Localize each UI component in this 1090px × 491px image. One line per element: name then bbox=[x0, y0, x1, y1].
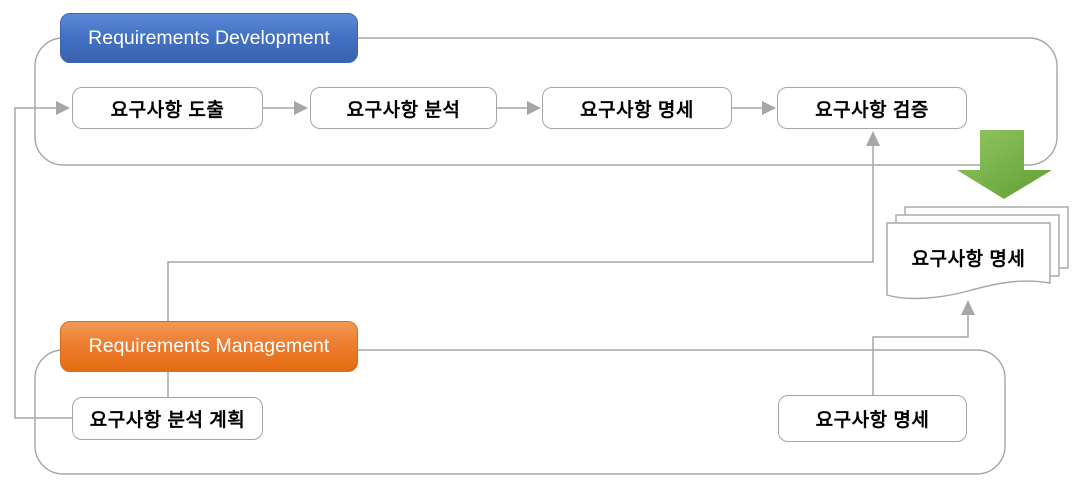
green-down-arrow bbox=[957, 130, 1052, 199]
management-container-outline bbox=[34, 349, 1006, 475]
document-label-text: 요구사항 명세 bbox=[911, 248, 1026, 270]
arrowhead-into-elicitation bbox=[56, 101, 70, 115]
development-container-outline bbox=[34, 37, 1058, 166]
connector-analysis-to-specification bbox=[497, 101, 541, 115]
box-requirements-elicitation[interactable]: 요구사항 도출 bbox=[72, 87, 263, 129]
box-requirements-analysis-plan[interactable]: 요구사항 분석 계획 bbox=[72, 397, 263, 440]
box-requirements-specification[interactable]: 요구사항 명세 bbox=[542, 87, 732, 129]
box-requirements-analysis-label: 요구사항 분석 bbox=[346, 99, 461, 121]
arrowhead-into-verification-bottom bbox=[866, 131, 880, 146]
box-requirements-specification-managed-label: 요구사항 명세 bbox=[815, 410, 930, 431]
connector-spec-to-document bbox=[872, 300, 975, 395]
arrowhead-into-document bbox=[961, 300, 975, 315]
box-requirements-analysis[interactable]: 요구사항 분석 bbox=[310, 87, 497, 129]
connector-specification-to-verification bbox=[732, 101, 776, 115]
arrowhead-into-specification bbox=[527, 101, 541, 115]
connector-elicitation-to-analysis bbox=[263, 101, 308, 115]
badge-requirements-management-label: Requirements Management bbox=[88, 335, 330, 357]
document-label: 요구사항 명세 bbox=[887, 237, 1050, 277]
document-page-front bbox=[886, 222, 1051, 300]
arrowhead-into-analysis bbox=[294, 101, 308, 115]
connector-plan-to-elicitation bbox=[14, 101, 72, 419]
box-requirements-analysis-plan-label: 요구사항 분석 계획 bbox=[89, 410, 246, 431]
badge-requirements-development-label: Requirements Development bbox=[88, 26, 330, 49]
badge-requirements-development[interactable]: Requirements Development bbox=[60, 13, 358, 63]
badge-requirements-management[interactable]: Requirements Management bbox=[60, 321, 358, 372]
box-requirements-specification-label: 요구사항 명세 bbox=[580, 99, 694, 121]
box-requirements-verification[interactable]: 요구사항 검증 bbox=[777, 87, 967, 129]
arrowhead-into-verification bbox=[762, 101, 776, 115]
box-requirements-specification-managed[interactable]: 요구사항 명세 bbox=[778, 395, 967, 442]
box-requirements-elicitation-label: 요구사항 도출 bbox=[110, 99, 225, 121]
document-stack bbox=[886, 206, 1069, 300]
box-requirements-verification-label: 요구사항 검증 bbox=[815, 99, 929, 121]
